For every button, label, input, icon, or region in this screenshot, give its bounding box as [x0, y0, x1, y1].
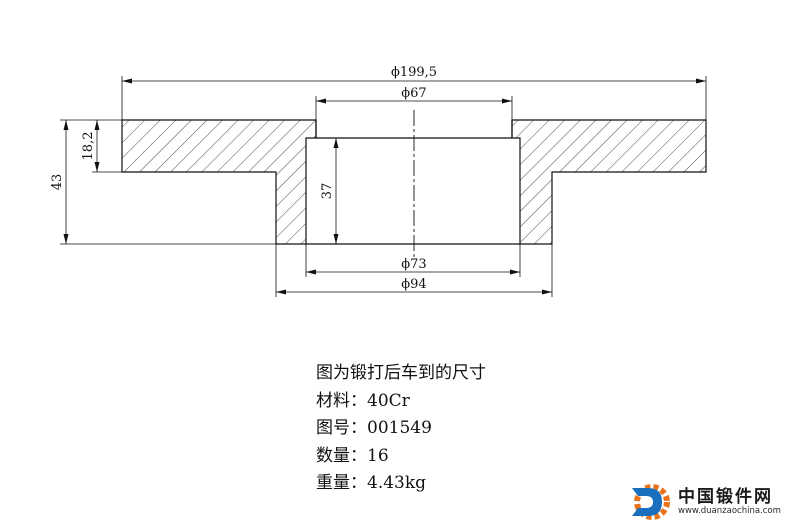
drawing-notes: 图为锻打后车到的尺寸 材料：40Cr 图号：001549 数量：16 重量：4.…	[316, 360, 486, 498]
notes-drawing-number: 图号：001549	[316, 418, 432, 438]
notes-material: 材料：40Cr	[316, 390, 410, 411]
bore-outline	[306, 120, 520, 245]
notes-title: 图为锻打后车到的尺寸	[316, 363, 486, 383]
dim-outer-diameter: ϕ199,5	[391, 65, 437, 80]
dim-total-height: 43	[50, 174, 65, 191]
watermark-logo: 中国锻件网 www.duanzaochina.com	[626, 480, 796, 524]
dim-hub-diameter: ϕ94	[401, 277, 426, 292]
gear-d-logo-icon	[632, 484, 670, 520]
dimension-lines	[63, 78, 706, 295]
extension-lines	[60, 76, 707, 297]
dim-flange-thickness: 18,2	[81, 132, 96, 161]
notes-weight: 重量：4.43kg	[316, 473, 427, 493]
dim-bore-depth: 37	[320, 183, 335, 200]
notes-quantity: 数量：16	[316, 445, 389, 466]
watermark-url: www.duanzaochina.com	[678, 506, 781, 516]
watermark-name: 中国锻件网	[678, 487, 773, 507]
section-hatch-left	[121, 119, 317, 245]
dim-bore-diameter: ϕ73	[401, 257, 426, 272]
section-hatch-right	[511, 119, 707, 245]
dim-top-bore-diameter: ϕ67	[401, 86, 426, 101]
